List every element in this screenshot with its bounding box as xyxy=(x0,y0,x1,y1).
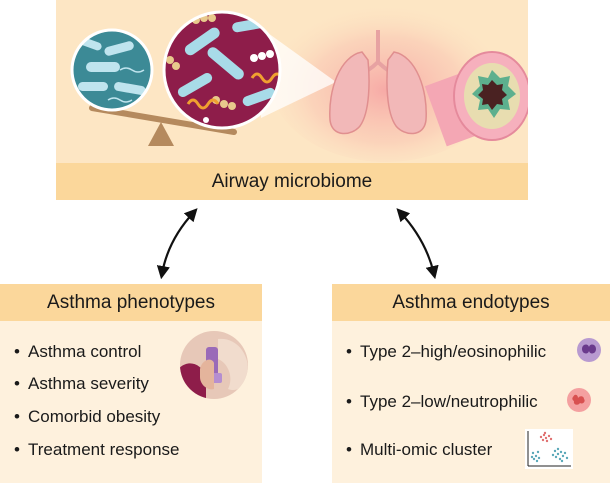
list-item: •Comorbid obesity xyxy=(14,407,161,426)
list-item: •Treatment response xyxy=(14,440,180,459)
endotypes-header: Asthma endotypes xyxy=(332,284,610,321)
microbiome-illustration xyxy=(70,2,528,162)
asthma-endotypes-panel: Asthma endotypes •Type 2–high/eosinophil… xyxy=(332,284,610,483)
phenotype-link-arrow xyxy=(156,208,198,280)
list-item: •Asthma control xyxy=(14,342,142,361)
cluster-plot-icon xyxy=(525,429,573,469)
lungs-icon xyxy=(329,30,427,135)
endotype-link-arrow xyxy=(396,208,439,280)
neutrophil-icon xyxy=(567,388,591,412)
asthma-phenotypes-panel: Asthma phenotypes •Asthma control •Asthm… xyxy=(0,284,262,483)
list-item: •Multi-omic cluster xyxy=(346,440,493,459)
phenotypes-header: Asthma phenotypes xyxy=(0,284,262,321)
dysbiotic-microbiome-icon xyxy=(162,10,282,130)
inhaler-icon xyxy=(180,331,248,399)
airway-cross-section-icon xyxy=(424,51,528,147)
list-item: •Type 2–low/neutrophilic xyxy=(346,392,538,411)
zoom-wedge xyxy=(261,28,336,118)
list-item: •Asthma severity xyxy=(14,374,149,393)
airway-microbiome-panel: Airway microbiome xyxy=(56,0,528,200)
microbiome-label: Airway microbiome xyxy=(56,163,528,200)
healthy-microbiome-icon xyxy=(70,28,154,112)
list-item: •Type 2–high/eosinophilic xyxy=(346,342,547,361)
eosinophil-icon xyxy=(577,338,601,362)
